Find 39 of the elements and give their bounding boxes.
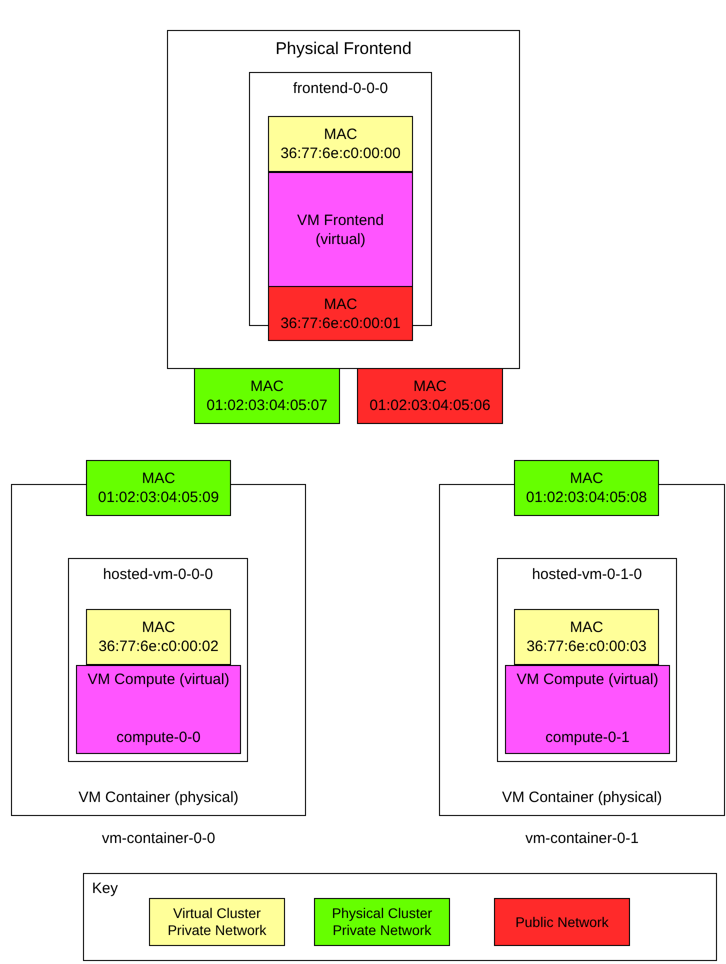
mac-address-box — [357, 368, 503, 424]
node-label: VM Frontend (virtual) — [296, 210, 385, 248]
host-name-label: vm-container-0-0 — [100, 829, 216, 848]
vm-host-box — [497, 558, 677, 762]
mac-address-box — [194, 368, 340, 424]
frontend-host-box — [167, 30, 520, 369]
legend-text: Physical Cluster Private Network — [330, 905, 434, 939]
node-label: VM Container (physical) — [78, 788, 239, 807]
node-label: Physical Frontend — [275, 39, 412, 58]
node-label: MAC 36:77:6e:c0:00:03 — [526, 618, 647, 656]
vm-host-box — [68, 558, 248, 762]
node-label: MAC 01:02:03:04:05:09 — [98, 469, 219, 507]
node-label: MAC 01:02:03:04:05:06 — [370, 377, 490, 415]
node-label: MAC 36:77:6e:c0:00:02 — [98, 618, 219, 656]
node-label: hosted-vm-0-0-0 — [102, 565, 214, 584]
legend-title: Key — [92, 880, 118, 897]
node-label: hosted-vm-0-1-0 — [532, 565, 642, 584]
node-label: MAC 36:77:6e:c0:00:01 — [280, 294, 401, 332]
mac-address-box — [514, 460, 659, 516]
node-label: frontend-0-0-0 — [292, 79, 388, 98]
node-label: compute-0-0 — [116, 728, 201, 747]
legend-text: Virtual Cluster Private Network — [166, 905, 268, 939]
mac-address-box — [86, 609, 231, 665]
node-label: VM Container (physical) — [502, 788, 662, 807]
host-name-label: vm-container-0-1 — [524, 829, 640, 848]
node-label: compute-0-1 — [545, 728, 630, 747]
virtual-machine-box — [76, 665, 241, 754]
mac-address-box — [268, 286, 413, 341]
node-label: MAC 36:77:6e:c0:00:00 — [280, 125, 401, 163]
node-label: VM Compute (virtual) — [516, 670, 658, 689]
mac-address-box — [86, 460, 231, 516]
virtual-machine-box — [505, 665, 670, 754]
node-label: VM Compute (virtual) — [88, 670, 230, 689]
virtual-machine-box — [268, 172, 413, 287]
mac-address-box — [268, 116, 413, 172]
node-label: MAC 01:02:03:04:05:07 — [206, 377, 328, 415]
legend-text: Public Network — [515, 914, 609, 930]
node-label: MAC 01:02:03:04:05:08 — [526, 469, 647, 507]
mac-address-box — [514, 609, 659, 665]
